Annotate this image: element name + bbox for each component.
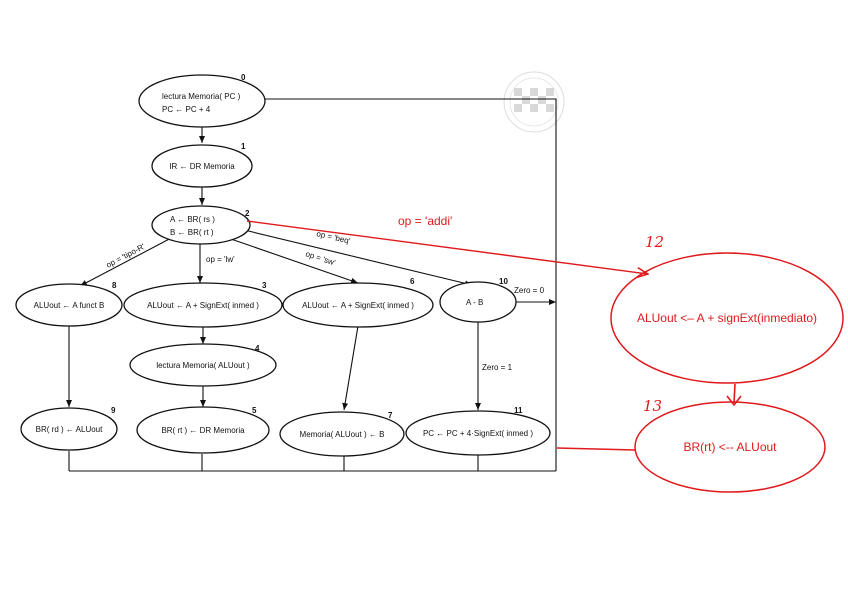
state-13-text: BR(rt) <-- ALUout xyxy=(683,440,777,454)
state-2: 2 A ← BR( rs ) B ← BR( rt ) xyxy=(151,205,251,245)
label-zero-0: Zero = 0 xyxy=(514,286,545,295)
svg-text:A ← BR( rs ): A ← BR( rs ) xyxy=(170,215,215,224)
arrow-12-to-13 xyxy=(726,383,742,407)
state-12-number: 12 xyxy=(645,233,664,251)
state-5: 5 BR( rt ) ← DR Memoria xyxy=(136,406,270,454)
addi-annotation: op = 'addi' xyxy=(246,214,648,274)
state-12: 12 ALUout <– A + signExt(inmediato) xyxy=(610,233,844,384)
svg-text:PC ← PC + 4·SignExt( inmed ): PC ← PC + 4·SignExt( inmed ) xyxy=(423,429,533,438)
state-13: 13 BR(rt) <-- ALUout xyxy=(634,397,826,493)
state-7: 7 Memoria( ALUout ) ← B xyxy=(279,411,405,457)
svg-text:ALUout ← A + SignExt( inmed ): ALUout ← A + SignExt( inmed ) xyxy=(147,301,259,310)
state-8: 8 ALUout ← A funct B xyxy=(15,281,123,327)
svg-text:A - B: A - B xyxy=(466,298,483,307)
svg-text:8: 8 xyxy=(112,281,117,290)
state-0: 0 lectura Memoria( PC ) PC ← PC + 4 xyxy=(138,73,266,128)
svg-text:2: 2 xyxy=(245,209,250,218)
svg-text:PC ← PC + 4: PC ← PC + 4 xyxy=(162,105,211,114)
label-addi: op = 'addi' xyxy=(398,214,452,228)
svg-text:7: 7 xyxy=(388,411,393,420)
svg-text:lectura Memoria( PC ): lectura Memoria( PC ) xyxy=(162,92,241,101)
state-1: 1 IR ← DR Memoria xyxy=(151,142,253,188)
svg-text:9: 9 xyxy=(111,406,116,415)
svg-text:IR ← DR Memoria: IR ← DR Memoria xyxy=(169,162,235,171)
svg-text:BR( rd ) ← ALUout: BR( rd ) ← ALUout xyxy=(36,425,103,434)
return-line-13 xyxy=(556,447,636,451)
svg-text:10: 10 xyxy=(499,277,508,286)
svg-text:lectura Memoria( ALUout ): lectura Memoria( ALUout ) xyxy=(156,361,250,370)
connectors xyxy=(66,98,557,472)
svg-text:3: 3 xyxy=(262,281,267,290)
svg-text:0: 0 xyxy=(241,73,246,82)
svg-text:4: 4 xyxy=(255,344,260,353)
svg-text:11: 11 xyxy=(514,406,523,415)
svg-text:5: 5 xyxy=(252,406,257,415)
state-12-text: ALUout <– A + signExt(inmediato) xyxy=(637,311,817,325)
state-6: 6 ALUout ← A + SignExt( inmed ) xyxy=(282,277,434,328)
svg-text:BR( rt ) ← DR Memoria: BR( rt ) ← DR Memoria xyxy=(161,426,245,435)
svg-text:B ← BR( rt ): B ← BR( rt ) xyxy=(170,228,214,237)
svg-text:Memoria( ALUout ) ← B: Memoria( ALUout ) ← B xyxy=(300,430,385,439)
label-lw: op = 'lw' xyxy=(206,255,235,264)
label-zero-1: Zero = 1 xyxy=(482,363,513,372)
state-13-number: 13 xyxy=(643,397,662,415)
state-10: 10 A - B xyxy=(439,277,517,323)
state-4: 4 lectura Memoria( ALUout ) xyxy=(129,343,277,387)
state-3: 3 ALUout ← A + SignExt( inmed ) xyxy=(123,281,283,328)
watermark-seal xyxy=(503,71,565,133)
svg-text:1: 1 xyxy=(241,142,246,151)
svg-text:ALUout ← A + SignExt( inmed ): ALUout ← A + SignExt( inmed ) xyxy=(302,301,414,310)
svg-text:6: 6 xyxy=(410,277,415,286)
state-11: 11 PC ← PC + 4·SignExt( inmed ) xyxy=(405,406,551,456)
svg-text:ALUout ← A funct B: ALUout ← A funct B xyxy=(34,301,105,310)
state-9: 9 BR( rd ) ← ALUout xyxy=(20,406,118,451)
